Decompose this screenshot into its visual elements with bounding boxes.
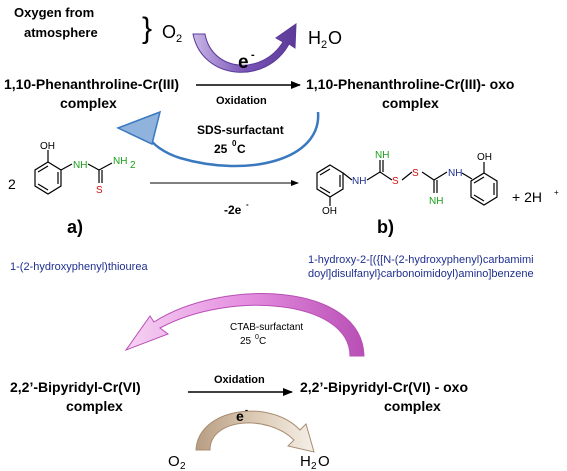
cycle-arrowhead (116, 110, 162, 146)
atom-oh-a: OH (40, 141, 55, 152)
ctab-surfactant-label: CTAB-surfactant (230, 322, 303, 333)
temperature-top: 25 0 C (214, 139, 246, 156)
electron-label-bottom: e - (236, 405, 248, 424)
atom-s-a: S (96, 185, 103, 196)
cr6-oxo-complex-line1: 2,2’-Bipyridyl-Cr(VI) - oxo (300, 379, 468, 395)
cr3-oxo-complex-line1: 1,10-Phenanthroline-Cr(III)- oxo (306, 76, 514, 92)
electron-transfer-arrow-bottom (195, 410, 315, 453)
atom-imine-nh-left: NH (375, 150, 389, 161)
svg-text:-: - (245, 405, 248, 415)
temperature-bottom: 25 0 C (240, 334, 266, 347)
svg-text:e: e (236, 408, 244, 424)
electrons-lost-label: -2e - (224, 200, 249, 217)
oxidation-label-bottom: Oxidation (214, 374, 265, 386)
svg-text:+: + (554, 188, 559, 197)
cr6-oxo-complex-line2: complex (384, 398, 441, 414)
electron-transfer-arrow-top (192, 23, 297, 73)
electron-label-top: e - (238, 49, 255, 73)
svg-text:0: 0 (232, 139, 237, 148)
svg-text:+ 2H: + 2H (512, 189, 542, 205)
o2-bottom: O 2 (168, 453, 186, 471)
oxidation-label-top: Oxidation (216, 95, 267, 107)
proton-products: + 2H + (512, 188, 559, 205)
atom-oh-b-right: OH (477, 152, 492, 163)
svg-text:O: O (328, 28, 342, 48)
sds-surfactant-label: SDS-surfactant (197, 123, 284, 137)
ctab-cycle-arrow (124, 293, 365, 357)
oxygen-source-line1: Oxygen from (14, 5, 94, 20)
svg-text:-2e: -2e (224, 203, 242, 217)
svg-text:25: 25 (214, 142, 228, 156)
svg-text:H: H (308, 28, 321, 48)
svg-text:O: O (318, 453, 330, 470)
cr3-oxo-complex-line2: complex (382, 95, 439, 111)
cr6-complex-line2: complex (66, 398, 123, 414)
svg-text:-: - (246, 200, 249, 209)
atom-s-right: S (412, 168, 419, 179)
svg-text:C: C (237, 142, 246, 156)
label-a: a) (67, 217, 83, 237)
brace-icon: } (142, 12, 152, 45)
compound-name-b-line1: 1-hydroxy-2-[({[N-(2-hydroxyphenyl)carba… (308, 254, 534, 266)
h2o-bottom: H 2 O (300, 453, 330, 471)
svg-text:2: 2 (321, 39, 327, 51)
atom-s-left: S (392, 176, 399, 187)
molecule-a-structure (34, 150, 113, 195)
svg-text:-: - (251, 49, 255, 61)
cr3-complex-line2: complex (60, 95, 117, 111)
svg-text:C: C (259, 336, 266, 347)
atom-nh-a: NH (73, 160, 87, 171)
svg-text:NH: NH (113, 156, 127, 167)
svg-text:2: 2 (180, 461, 186, 471)
svg-text:0: 0 (255, 334, 259, 341)
stoichiometric-coefficient: 2 (8, 176, 16, 192)
compound-name-b-line2: doyl]disulfanyl}carbonoimidoyl)amino]ben… (308, 268, 534, 280)
cr6-complex-line1: 2,2’-Bipyridyl-Cr(VI) (10, 379, 141, 395)
svg-text:2: 2 (176, 33, 182, 45)
catalytic-cycle-arrow (146, 111, 320, 168)
svg-text:O: O (162, 22, 176, 42)
atom-nh2-a: NH 2 (113, 156, 136, 171)
atom-nh-right: NH (448, 168, 462, 179)
atom-oh-b-left: OH (322, 206, 337, 217)
label-b: b) (377, 217, 394, 237)
svg-text:2: 2 (311, 461, 317, 471)
svg-text:25: 25 (240, 336, 252, 347)
compound-name-a: 1-(2-hydroxyphenyl)thiourea (10, 261, 148, 273)
o2-top: O 2 (162, 22, 182, 45)
cr3-complex-line1: 1,10-Phenanthroline-Cr(III) (4, 76, 179, 92)
atom-imine-nh-right: NH (429, 196, 443, 207)
svg-text:2: 2 (130, 160, 136, 171)
svg-text:O: O (168, 453, 180, 470)
svg-text:H: H (300, 453, 311, 470)
molecule-b-structure (316, 160, 498, 206)
h2o-top: H 2 O (308, 28, 342, 51)
oxygen-source-line2: atmosphere (24, 25, 98, 40)
atom-nh-left: NH (352, 176, 366, 187)
svg-text:e: e (238, 52, 249, 73)
